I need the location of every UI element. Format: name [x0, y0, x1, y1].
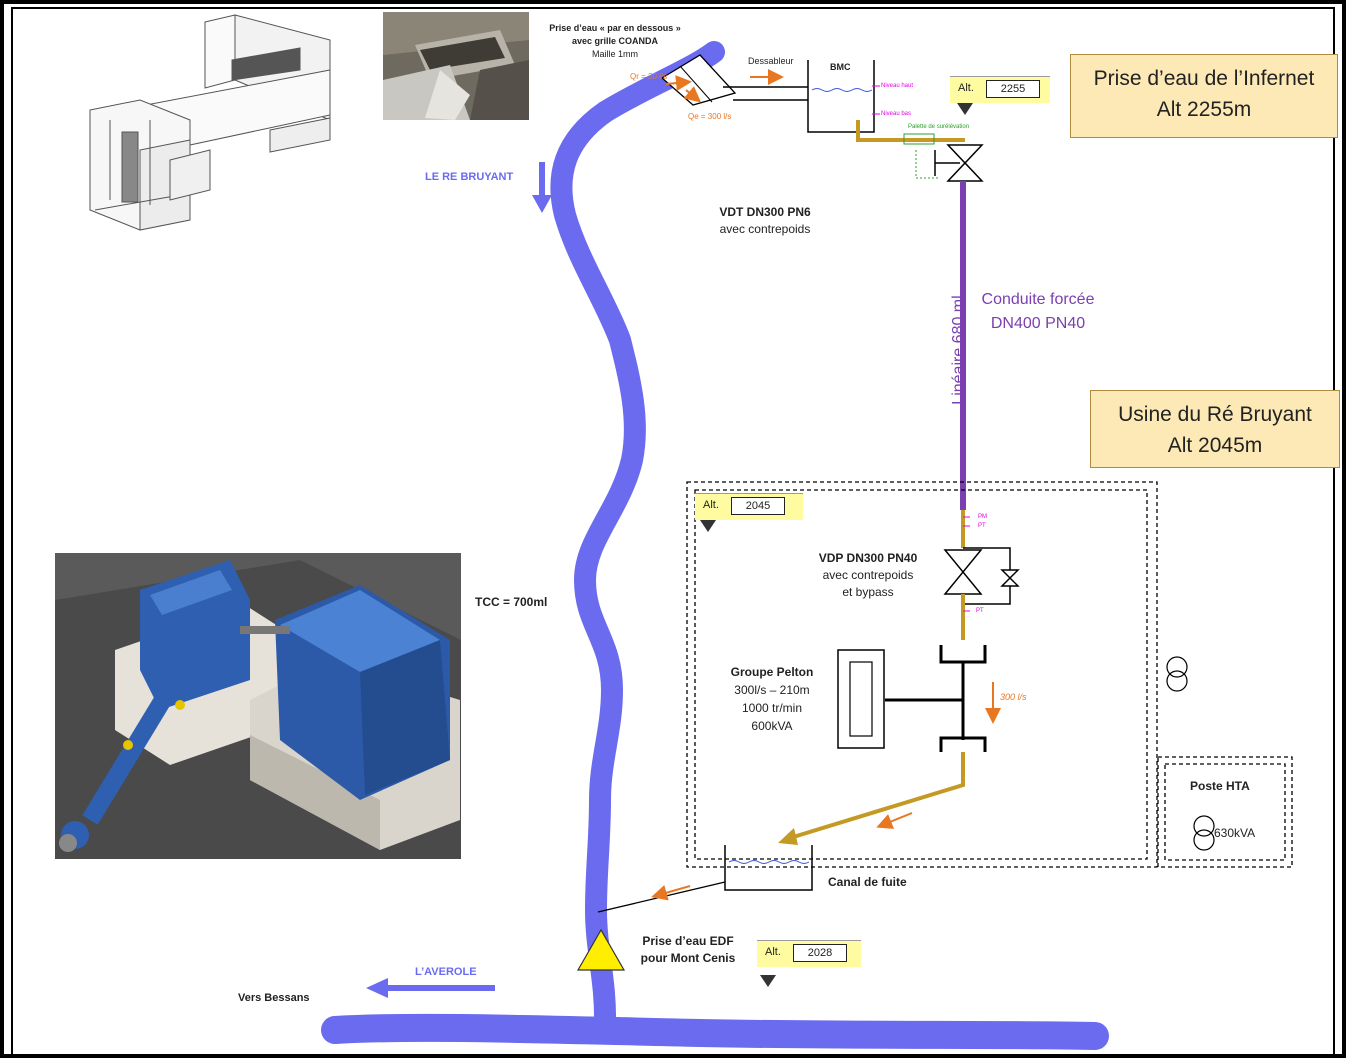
pelton-unit-3d-render	[55, 553, 461, 859]
river-re-bruyant	[561, 52, 714, 1025]
niveau-bas-label: Niveau bas	[881, 111, 911, 117]
qe-label: Qe = 300 l/s	[688, 112, 731, 121]
coanda-grid-photo	[383, 12, 529, 120]
bessans-label: Vers Bessans	[238, 992, 310, 1004]
alt-value: 2255	[986, 80, 1040, 98]
pelton-l1: 300l/s – 210m	[712, 681, 832, 699]
vdp-l3: et bypass	[803, 584, 933, 601]
penstock-l1: Conduite forcée	[968, 288, 1108, 312]
vdt-l1: VDT DN300 PN6	[700, 204, 830, 221]
niveau-haut-label: Niveau haut	[881, 83, 913, 89]
coanda-grid	[662, 55, 735, 105]
tcc-label: TCC = 700ml	[475, 595, 547, 609]
plant-info-box: Usine du Ré Bruyant Alt 2045m	[1090, 390, 1340, 468]
intake-box-line2: Alt 2255m	[1071, 94, 1337, 125]
intake-title: Prise d’eau « par en dessous » avec gril…	[540, 22, 690, 61]
vdp-label: VDP DN300 PN40 avec contrepoids et bypas…	[803, 550, 933, 601]
vdp-l2: avec contrepoids	[803, 567, 933, 584]
river-averole	[335, 1028, 1095, 1036]
edf-label: Prise d’eau EDF pour Mont Cenis	[628, 933, 748, 967]
vdt-valve	[935, 145, 982, 181]
qr-label: Qr = 30 l/s	[630, 72, 667, 81]
vdp-l1: VDP DN300 PN40	[803, 550, 933, 567]
pelton-title: Groupe Pelton	[712, 663, 832, 681]
river-top-label: LE RE BRUYANT	[425, 171, 513, 183]
alt-key: Alt.	[958, 82, 974, 94]
poste-title: Poste HTA	[1190, 779, 1250, 793]
alt-key: Alt.	[703, 499, 719, 511]
penstock-l2: DN400 PN40	[968, 312, 1108, 336]
intake-box-line1: Prise d’eau de l’Infernet	[1071, 63, 1337, 94]
poste-hta-enclosure	[1158, 757, 1292, 867]
alt-tag-plant: Alt. 2045	[695, 493, 803, 520]
vdt-label: VDT DN300 PN6 avec contrepoids	[700, 204, 830, 238]
plant-box-line1: Usine du Ré Bruyant	[1091, 399, 1339, 430]
tailrace-label: Canal de fuite	[828, 875, 907, 889]
edf-l1: Prise d’eau EDF	[628, 933, 748, 950]
pm-label: PM	[978, 514, 987, 520]
intake-title-l1: Prise d’eau « par en dessous »	[540, 22, 690, 35]
pt2-label: PT	[976, 608, 984, 614]
poste-transformer-icon	[1194, 816, 1214, 850]
transformer-icon	[1167, 657, 1187, 691]
averole-label: L’AVEROLE	[415, 966, 477, 978]
alt-tag-intake: Alt. 2255	[950, 76, 1050, 103]
poste-power: 630kVA	[1214, 826, 1255, 840]
alt-tag-edf: Alt. 2028	[757, 940, 861, 967]
intake-mesh: Maille 1mm	[540, 48, 690, 61]
alt-key: Alt.	[765, 946, 781, 958]
penstock-length: Linéaire 680 ml	[950, 280, 968, 420]
dessableur-label: Dessableur	[748, 56, 794, 66]
alt-value: 2028	[793, 944, 847, 962]
edf-intake-triangle	[578, 930, 624, 970]
pt-label: PT	[978, 523, 986, 529]
pelton-l3: 600kVA	[712, 717, 832, 735]
pelton-group	[885, 645, 985, 752]
intake-title-l2: avec grille COANDA	[540, 35, 690, 48]
pelton-l2: 1000 tr/min	[712, 699, 832, 717]
pelton-label: Groupe Pelton 300l/s – 210m 1000 tr/min …	[712, 663, 832, 735]
vdp-valve	[945, 548, 1018, 604]
bmc-label: BMC	[830, 62, 851, 72]
alt-value: 2045	[731, 497, 785, 515]
plant-box-line2: Alt 2045m	[1091, 430, 1339, 461]
edf-l2: pour Mont Cenis	[628, 950, 748, 967]
flow-label: 300 l/s	[1000, 692, 1027, 702]
intake-info-box: Prise d’eau de l’Infernet Alt 2255m	[1070, 54, 1338, 138]
intake-cad-drawing	[90, 15, 330, 230]
palette-label: Palette de surélévation	[908, 124, 969, 130]
penstock-label: Conduite forcée DN400 PN40	[968, 288, 1108, 336]
vdt-l2: avec contrepoids	[700, 221, 830, 238]
